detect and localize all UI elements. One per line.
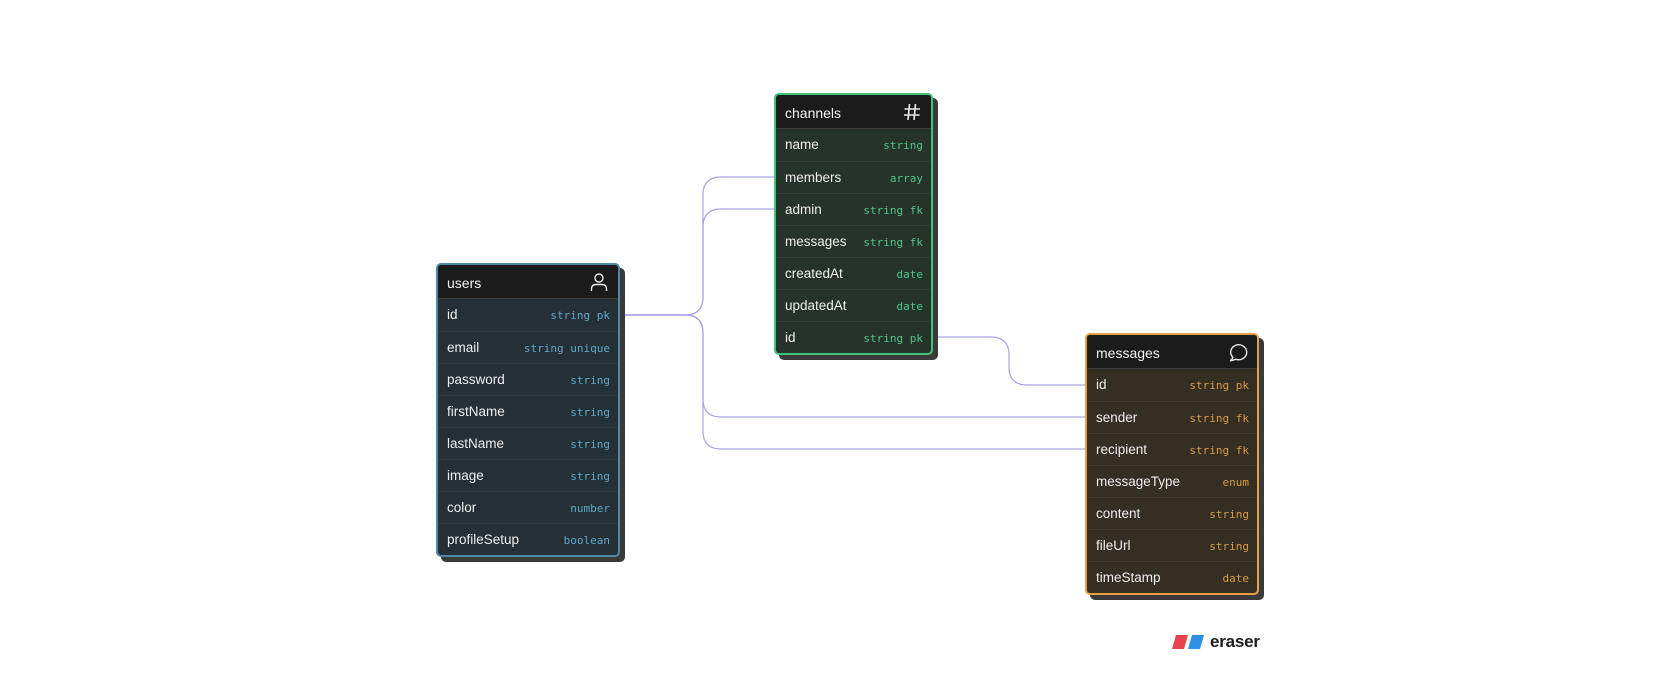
field-type: string — [1209, 540, 1249, 553]
field-row-messages-content[interactable]: content string — [1087, 497, 1257, 529]
field-type: string — [570, 438, 610, 451]
entity-channels-header[interactable]: channels — [776, 95, 931, 129]
field-row-messages-timestamp[interactable]: timeStamp date — [1087, 561, 1257, 593]
field-name: fileUrl — [1096, 538, 1131, 553]
field-row-users-password[interactable]: password string — [438, 363, 618, 395]
field-row-users-color[interactable]: color number — [438, 491, 618, 523]
entity-users-fields: id string pk email string unique passwor… — [438, 299, 618, 555]
field-name: id — [1096, 377, 1107, 392]
chat-bubble-icon — [1229, 344, 1248, 362]
eraser-logo-mark-icon — [1172, 635, 1204, 649]
field-name: lastName — [447, 436, 505, 451]
field-row-users-email[interactable]: email string unique — [438, 331, 618, 363]
entity-users-title: users — [447, 275, 482, 291]
field-name: sender — [1096, 410, 1138, 425]
field-row-channels-createdat[interactable]: createdAt date — [776, 257, 931, 289]
entity-messages[interactable]: messages id string pk sender string fk r… — [1085, 333, 1259, 595]
field-row-users-lastname[interactable]: lastName string — [438, 427, 618, 459]
entity-messages-fields: id string pk sender string fk recipient … — [1087, 369, 1257, 593]
field-type: string — [570, 374, 610, 387]
field-row-channels-messages[interactable]: messages string fk — [776, 225, 931, 257]
field-type: string fk — [1189, 444, 1249, 457]
field-type: string pk — [550, 309, 610, 322]
field-row-channels-name[interactable]: name string — [776, 129, 931, 161]
field-name: content — [1096, 506, 1141, 521]
field-row-messages-sender[interactable]: sender string fk — [1087, 401, 1257, 433]
field-row-channels-updatedat[interactable]: updatedAt date — [776, 289, 931, 321]
field-type: enum — [1222, 476, 1250, 489]
field-type: string — [1209, 508, 1249, 521]
field-row-messages-messagetype[interactable]: messageType enum — [1087, 465, 1257, 497]
field-name: timeStamp — [1096, 570, 1161, 585]
relation-line-users-id-to-channels-admin[interactable] — [618, 208, 776, 316]
entity-channels-fields: name string members array admin string f… — [776, 129, 931, 353]
field-name: firstName — [447, 404, 505, 419]
field-type: date — [1222, 572, 1250, 585]
field-name: profileSetup — [447, 532, 520, 547]
field-row-channels-members[interactable]: members array — [776, 161, 931, 193]
field-name: createdAt — [785, 266, 843, 281]
field-type: date — [896, 268, 924, 281]
field-name: updatedAt — [785, 298, 847, 313]
field-type: string — [570, 470, 610, 483]
field-name: password — [447, 372, 505, 387]
field-name: name — [785, 137, 819, 152]
entity-messages-title: messages — [1096, 345, 1160, 361]
user-icon — [590, 273, 608, 291]
entity-messages-header[interactable]: messages — [1087, 335, 1257, 369]
field-type: number — [570, 502, 610, 515]
relation-line-channels-id-to-messages-id[interactable] — [931, 336, 1087, 386]
field-row-channels-id[interactable]: id string pk — [776, 321, 931, 353]
entity-channels-title: channels — [785, 105, 842, 121]
field-name: members — [785, 170, 842, 185]
field-type: string pk — [863, 332, 923, 345]
field-row-messages-recipient[interactable]: recipient string fk — [1087, 433, 1257, 465]
field-name: email — [447, 340, 480, 355]
field-type: string fk — [863, 204, 923, 217]
field-name: messages — [785, 234, 847, 249]
field-row-users-image[interactable]: image string — [438, 459, 618, 491]
field-type: string pk — [1189, 379, 1249, 392]
field-name: color — [447, 500, 477, 515]
field-row-users-firstname[interactable]: firstName string — [438, 395, 618, 427]
entity-users-header[interactable]: users — [438, 265, 618, 299]
entity-channels[interactable]: channels name string members array admin… — [774, 93, 933, 355]
field-name: recipient — [1096, 442, 1148, 457]
field-row-channels-admin[interactable]: admin string fk — [776, 193, 931, 225]
field-type: string unique — [523, 342, 610, 355]
field-type: string — [883, 139, 923, 152]
field-name: id — [785, 330, 796, 345]
field-name: messageType — [1096, 474, 1181, 489]
field-name: admin — [785, 202, 822, 217]
field-row-users-id[interactable]: id string pk — [438, 299, 618, 331]
field-type: array — [889, 172, 923, 185]
field-type: boolean — [563, 534, 610, 547]
hash-icon — [904, 103, 920, 121]
field-type: string fk — [863, 236, 923, 249]
field-row-messages-fileurl[interactable]: fileUrl string — [1087, 529, 1257, 561]
field-name: id — [447, 307, 458, 322]
eraser-logo-text: eraser — [1210, 632, 1260, 651]
field-type: string — [570, 406, 610, 419]
field-name: image — [447, 468, 484, 483]
field-row-users-profilesetup[interactable]: profileSetup boolean — [438, 523, 618, 555]
field-type: date — [896, 300, 924, 313]
field-row-messages-id[interactable]: id string pk — [1087, 369, 1257, 401]
entity-users[interactable]: users id string pk email string unique p… — [436, 263, 620, 557]
field-type: string fk — [1189, 412, 1249, 425]
relation-line-users-id-to-channels-members[interactable] — [618, 176, 776, 316]
